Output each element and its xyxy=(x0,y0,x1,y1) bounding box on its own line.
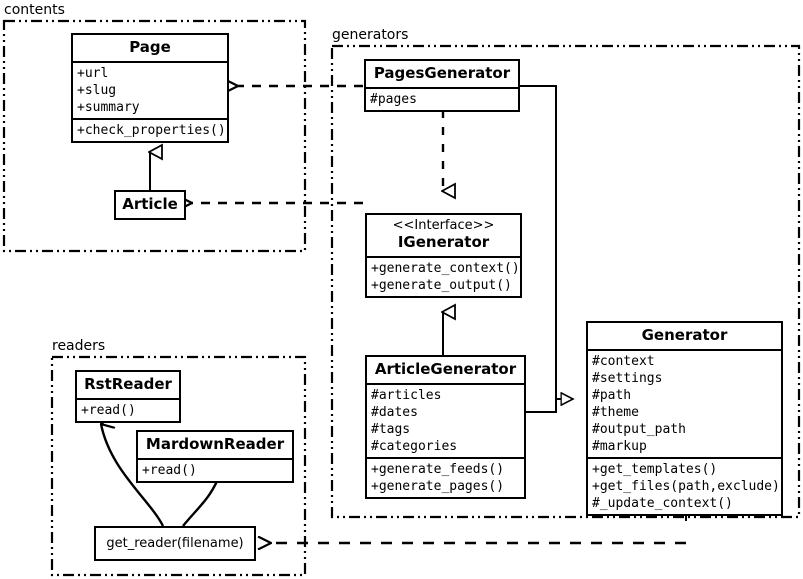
attribute-item: #markup xyxy=(592,439,647,454)
class-attributes-pages-generator: #pages xyxy=(366,89,518,110)
class-name-article-generator: ArticleGenerator xyxy=(374,360,517,378)
class-name-mardown-reader: MardownReader xyxy=(145,435,285,453)
class-separator xyxy=(77,398,179,400)
attribute-item: +summary xyxy=(77,100,140,115)
method-item: #_update_context() xyxy=(592,496,733,511)
relation-pagesgenerator-inherits-generator xyxy=(520,85,573,399)
attribute-item: #settings xyxy=(592,371,663,386)
class-separator xyxy=(73,118,227,120)
package-label-readers: readers xyxy=(52,338,106,354)
class-separator xyxy=(588,457,781,459)
class-separator xyxy=(366,87,518,89)
attribute-item: #categories xyxy=(371,439,458,454)
class-methods-rst-reader: +read() xyxy=(77,400,179,421)
class-methods-igenerator: +generate_context() +generate_output() xyxy=(367,258,520,296)
class-box-pages-generator[interactable]: PagesGenerator #pages xyxy=(364,59,520,112)
method-item: +generate_feeds() xyxy=(371,462,505,477)
relation-articlegenerator-inherits-generator xyxy=(526,399,557,413)
class-box-page[interactable]: Page +url +slug +summary +check_properti… xyxy=(71,33,229,143)
class-box-article[interactable]: Article xyxy=(114,190,186,220)
attribute-item: #articles xyxy=(371,388,442,403)
function-node-label: get_reader(filename) xyxy=(106,536,244,551)
attribute-item: #pages xyxy=(370,92,417,107)
attribute-item: #dates xyxy=(371,405,418,420)
class-box-igenerator[interactable]: <<Interface>> IGenerator +generate_conte… xyxy=(365,213,522,298)
attribute-item: +url xyxy=(77,66,109,81)
class-separator xyxy=(367,383,524,385)
class-name-page: Page xyxy=(129,38,171,56)
class-methods-article-generator: +generate_feeds() +generate_pages() xyxy=(367,459,524,497)
method-item: +generate_pages() xyxy=(371,479,505,494)
method-item: +generate_output() xyxy=(371,278,512,293)
class-separator xyxy=(588,349,781,351)
class-name-rst-reader: RstReader xyxy=(84,375,172,393)
attribute-item: #theme xyxy=(592,405,639,420)
method-item: +generate_context() xyxy=(371,261,520,276)
method-item: +get_files(path,exclude) xyxy=(592,479,780,494)
method-item: +get_templates() xyxy=(592,462,718,477)
class-box-generator[interactable]: Generator #context #settings #path #them… xyxy=(586,321,783,516)
class-name-article: Article xyxy=(122,195,178,213)
class-separator xyxy=(367,256,520,258)
attribute-item: #tags xyxy=(371,422,411,437)
attribute-item: #path xyxy=(592,388,632,403)
attribute-item: +slug xyxy=(77,83,117,98)
package-label-contents: contents xyxy=(4,2,65,18)
package-label-generators: generators xyxy=(332,27,409,43)
class-name-pages-generator: PagesGenerator xyxy=(373,64,511,82)
class-attributes-page: +url +slug +summary xyxy=(73,63,227,118)
function-node-get-reader[interactable]: get_reader(filename) xyxy=(94,526,256,561)
method-item: +check_properties() xyxy=(77,123,226,138)
method-item: +read() xyxy=(81,403,136,418)
class-attributes-article-generator: #articles #dates #tags #categories xyxy=(367,385,524,457)
class-name-generator: Generator xyxy=(641,326,728,344)
attribute-item: #context xyxy=(592,354,655,369)
class-separator xyxy=(367,457,524,459)
class-separator xyxy=(73,61,227,63)
class-attributes-generator: #context #settings #path #theme #output_… xyxy=(588,351,781,457)
attribute-item: #output_path xyxy=(592,422,686,437)
class-methods-mardown-reader: +read() xyxy=(138,460,292,481)
class-name-igenerator: IGenerator xyxy=(397,233,490,251)
class-methods-page: +check_properties() xyxy=(73,120,227,141)
class-box-rst-reader[interactable]: RstReader +read() xyxy=(75,370,181,423)
method-item: +read() xyxy=(142,463,197,478)
class-box-mardown-reader[interactable]: MardownReader +read() xyxy=(136,430,294,483)
class-separator xyxy=(138,458,292,460)
class-stereotype-igenerator: <<Interface>> xyxy=(392,218,495,233)
class-methods-generator: +get_templates() +get_files(path,exclude… xyxy=(588,459,781,514)
class-box-article-generator[interactable]: ArticleGenerator #articles #dates #tags … xyxy=(365,355,526,499)
